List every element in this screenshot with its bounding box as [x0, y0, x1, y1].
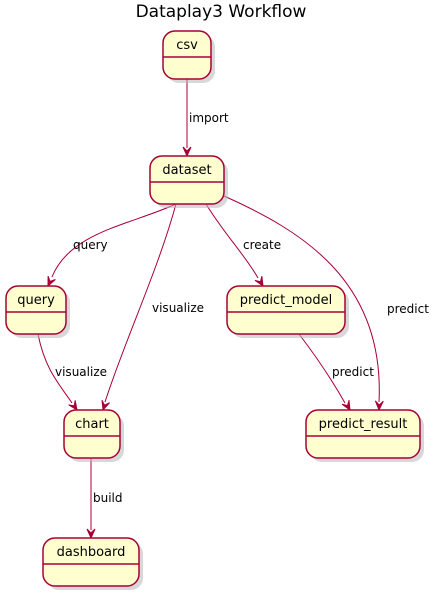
node-dataset[interactable]: dataset [149, 155, 228, 208]
node-box[interactable] [5, 285, 67, 335]
edge-dataset-to-chart [101, 203, 177, 412]
node-label: query [17, 293, 55, 308]
edge-line [104, 203, 177, 403]
node-predict-model[interactable]: predict_model [226, 285, 349, 338]
edge-label: build [93, 491, 123, 505]
node-csv[interactable]: csv [162, 30, 215, 83]
edge-label: create [243, 238, 281, 252]
node-box[interactable] [305, 409, 421, 459]
node-label: dashboard [57, 545, 126, 560]
edge-line [298, 333, 346, 404]
nodes-layer: csv dataset query chart predict_modelpredict… [5, 30, 424, 590]
edge-line [51, 203, 177, 278]
node-box[interactable] [226, 285, 346, 335]
node-label: chart [75, 417, 109, 432]
arrow-head [341, 400, 351, 412]
edge-label: visualize [55, 365, 107, 379]
diagram-title: Dataplay3 Workflow [136, 2, 307, 22]
edge-dataset-to-predict_model [205, 203, 264, 288]
arrow-head [182, 146, 192, 158]
edge-label: import [189, 111, 229, 125]
node-box[interactable] [42, 537, 140, 587]
edge-label: query [73, 238, 108, 252]
node-box[interactable] [63, 409, 121, 459]
edge-dataset-to-query [47, 203, 177, 288]
node-box[interactable] [162, 30, 212, 80]
node-label: dataset [162, 163, 211, 178]
node-box[interactable] [149, 155, 225, 205]
node-label: predict_model [240, 293, 332, 308]
edge-predict_model-to-predict_result [298, 333, 351, 412]
edge-label: predict [387, 302, 429, 316]
arrow-head [101, 399, 110, 412]
edge-label: visualize [152, 301, 204, 315]
node-label: csv [176, 38, 198, 53]
node-dashboard[interactable]: dashboard [42, 537, 143, 590]
edge-line [37, 333, 73, 404]
node-label: predict_result [319, 417, 408, 432]
edge-labels-layer: import query visualize create predict visuali… [55, 111, 429, 505]
edge-chart-to-dashboard [86, 458, 96, 540]
arrow-head [86, 528, 96, 540]
edge-line [223, 195, 380, 403]
arrow-head [47, 275, 56, 288]
arrow-head [374, 400, 384, 412]
edges-layer [37, 79, 384, 540]
arrow-head [254, 276, 264, 288]
node-chart[interactable]: chart [63, 409, 124, 462]
arrow-head [68, 400, 78, 412]
edge-csv-to-dataset [182, 79, 192, 158]
edge-line [205, 203, 259, 279]
edge-query-to-chart [37, 333, 78, 412]
edge-label: predict [332, 365, 374, 379]
edge-dataset-to-predict_result [223, 195, 384, 412]
node-predict-result[interactable]: predict_result [305, 409, 424, 462]
node-query[interactable]: query [5, 285, 70, 338]
